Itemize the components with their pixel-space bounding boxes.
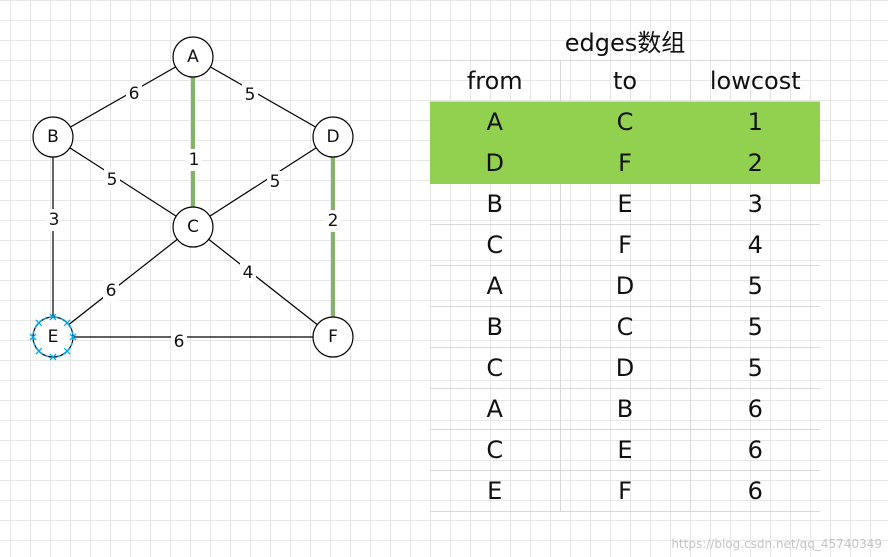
cell-lowcost: 6 xyxy=(689,429,820,471)
cell-lowcost: 6 xyxy=(689,470,820,512)
cell-from: B xyxy=(430,306,560,348)
edge-B-C xyxy=(52,136,194,228)
selection-handle[interactable] xyxy=(49,313,57,321)
cell-to: D xyxy=(559,347,690,389)
node-A[interactable] xyxy=(172,36,214,78)
table-title-row: edges数组 xyxy=(430,20,820,61)
edge-C-E xyxy=(52,226,194,338)
cell-lowcost: 6 xyxy=(689,388,820,430)
edge-weight-D-F: 2 xyxy=(328,211,339,231)
node-label-D: D xyxy=(326,127,339,147)
edge-weight-B-C: 5 xyxy=(107,170,118,190)
node-label-A: A xyxy=(187,47,199,67)
header-lowcost: lowcost xyxy=(689,60,820,102)
table-title: edges数组 xyxy=(430,20,820,61)
cell-to: D xyxy=(559,265,690,307)
edge-label-bg xyxy=(103,280,119,302)
cell-lowcost: 4 xyxy=(689,224,820,266)
edge-C-F xyxy=(192,226,334,338)
cell-lowcost: 3 xyxy=(689,183,820,225)
edge-A-B xyxy=(52,56,194,138)
cell-from: A xyxy=(430,265,560,307)
edge-label-bg xyxy=(325,210,341,232)
selection-handle[interactable] xyxy=(29,333,37,341)
edge-weight-A-B: 6 xyxy=(129,84,140,104)
cell-to: E xyxy=(559,429,690,471)
selection-handle[interactable] xyxy=(35,347,43,355)
cell-lowcost: 5 xyxy=(689,306,820,348)
node-B[interactable] xyxy=(32,116,74,158)
edge-label-bg xyxy=(267,171,283,193)
edge-label-bg xyxy=(171,331,187,353)
graph-diagram: 6 5 1 5 5 3 2 6 4 6 A B D C E F xyxy=(29,36,354,361)
cell-from: C xyxy=(430,347,560,389)
cell-to: C xyxy=(559,306,690,348)
edge-label-bg xyxy=(126,83,142,105)
edge-weight-E-F: 6 xyxy=(174,332,185,352)
cell-from: B xyxy=(430,183,560,225)
cell-lowcost: 5 xyxy=(689,347,820,389)
selection-handle[interactable] xyxy=(63,319,71,327)
node-label-E: E xyxy=(48,327,59,347)
selection-handle[interactable] xyxy=(63,347,71,355)
cell-to: F xyxy=(559,470,690,512)
edge-weight-C-F: 4 xyxy=(243,263,254,283)
edge-weight-D-C: 5 xyxy=(270,172,281,192)
cell-lowcost: 1 xyxy=(689,101,820,143)
cell-to: F xyxy=(559,224,690,266)
selection-handle[interactable] xyxy=(49,353,57,361)
cell-from: C xyxy=(430,224,560,266)
edge-label-bg xyxy=(240,262,256,284)
edge-label-bg xyxy=(186,149,202,171)
node-label-F: F xyxy=(328,327,338,347)
header-to: to xyxy=(559,60,690,102)
node-D[interactable] xyxy=(312,116,354,158)
node-label-B: B xyxy=(47,127,59,147)
cell-to: F xyxy=(559,142,690,184)
edge-label-bg xyxy=(104,169,120,191)
cell-to: C xyxy=(559,101,690,143)
header-from: from xyxy=(430,60,560,102)
node-C[interactable] xyxy=(172,206,214,248)
cell-from: A xyxy=(430,388,560,430)
cell-from: D xyxy=(430,142,560,184)
edge-weight-A-D: 5 xyxy=(245,85,256,105)
edge-D-C xyxy=(192,136,334,228)
node-label-C: C xyxy=(187,217,199,237)
cell-lowcost: 2 xyxy=(689,142,820,184)
edge-weight-A-C: 1 xyxy=(189,150,200,170)
edge-label-bg xyxy=(242,84,258,106)
selection-handle[interactable] xyxy=(35,319,43,327)
cell-from: A xyxy=(430,101,560,143)
cell-lowcost: 5 xyxy=(689,265,820,307)
cell-from: E xyxy=(430,470,560,512)
edge-weight-B-E: 3 xyxy=(49,210,60,230)
cell-to: B xyxy=(559,388,690,430)
edge-label-bg xyxy=(46,209,62,231)
watermark: https://blog.csdn.net/qq_45740349 xyxy=(671,537,882,551)
node-F[interactable] xyxy=(312,316,354,358)
cell-from: C xyxy=(430,429,560,471)
edge-A-D xyxy=(192,56,334,138)
selection-handle[interactable] xyxy=(69,333,77,341)
edge-weight-C-E: 6 xyxy=(106,281,117,301)
cell-to: E xyxy=(559,183,690,225)
table-header-row: from to lowcost xyxy=(430,60,820,102)
